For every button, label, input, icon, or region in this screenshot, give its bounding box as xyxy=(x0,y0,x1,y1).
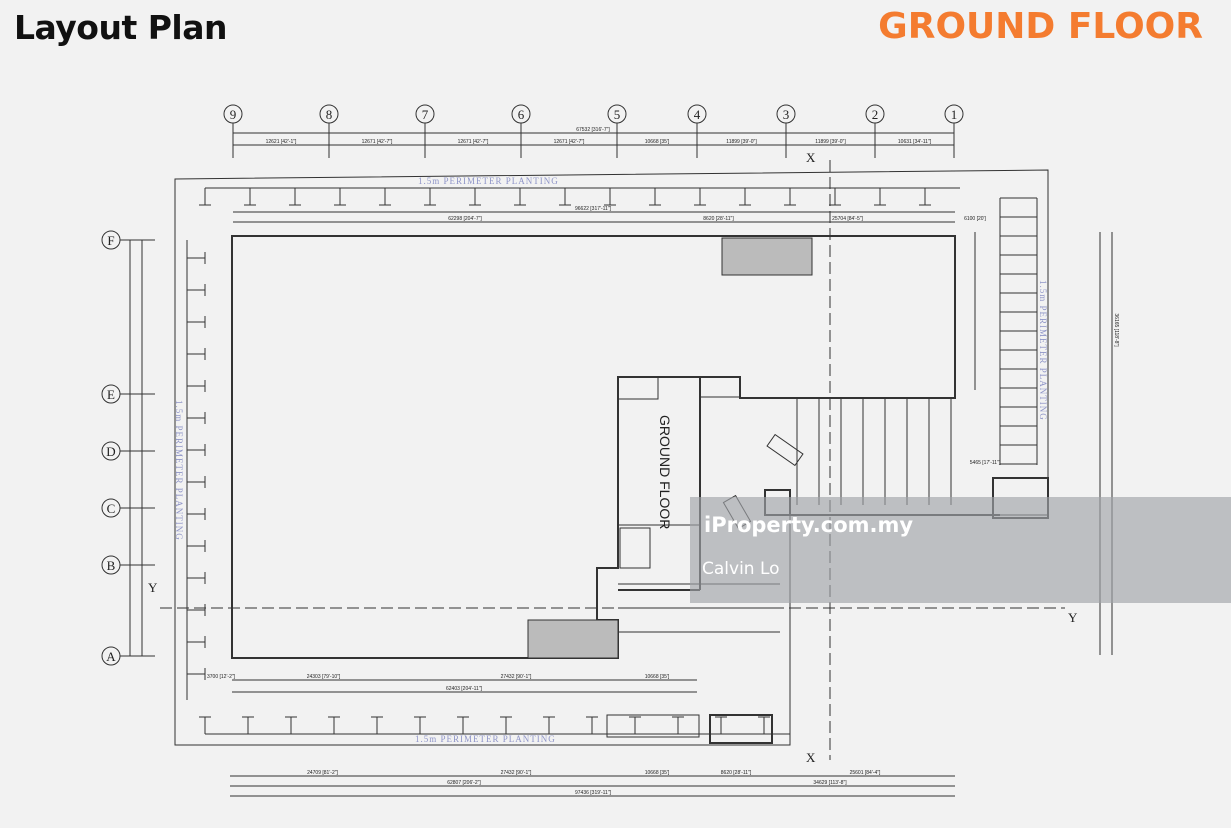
grid-column-label: 3 xyxy=(783,107,790,122)
dimension-label: 96622 [317'-11"] xyxy=(575,206,612,212)
dimension-label: 67532 [316'-7"] xyxy=(576,127,610,133)
staircase xyxy=(699,376,741,398)
dimension-label: 6100 [20'] xyxy=(964,216,986,222)
planting-label-bottom: 1.5m PERIMETER PLANTING xyxy=(415,734,556,744)
page-title: Layout Plan xyxy=(14,8,227,47)
dimension-label: 36165 [118'-8"] xyxy=(1113,313,1119,347)
toilet-block xyxy=(617,376,659,400)
dimension-label: 24709 [81'-2"] xyxy=(307,770,338,776)
grid-column-label: 9 xyxy=(230,107,237,122)
grid-column-label: 2 xyxy=(872,107,879,122)
ramp-hatch xyxy=(527,619,619,659)
section-marker: X xyxy=(806,750,816,765)
section-marker: X xyxy=(806,150,816,165)
dimension-label: 8620 [28'-11"] xyxy=(703,216,734,222)
dimension-label: 24303 [79'-10"] xyxy=(307,674,341,680)
section-marker: Y xyxy=(148,580,158,595)
watermark-agent: Calvin Lo xyxy=(702,559,780,579)
dimension-label: 34629 [113'-8"] xyxy=(813,780,847,786)
dimension-label: 62403 [204'-11"] xyxy=(446,686,483,692)
dimension-label: 10631 [34'-11"] xyxy=(898,139,932,145)
dimension-label: 12621 [42'-1"] xyxy=(266,139,297,145)
dimension-label: 10668 [35'] xyxy=(645,139,670,145)
planting-label-right: 1.5m PERIMETER PLANTING xyxy=(1038,280,1048,421)
dimension-label: 8620 [28'-11"] xyxy=(721,770,752,776)
car-icon xyxy=(766,433,804,467)
grid-column-label: 7 xyxy=(422,107,429,122)
grid-row-label: D xyxy=(106,444,115,459)
dimension-label: 5465 [17'-11"] xyxy=(970,460,1001,466)
floor-label: GROUND FLOOR xyxy=(878,6,1203,47)
bicycle-parking xyxy=(606,714,700,738)
dimension-label: 10668 [35'] xyxy=(645,674,670,680)
grid-row-label: E xyxy=(107,387,115,402)
grid-column-label: 8 xyxy=(326,107,333,122)
dimension-label: 11899 [39'-0"] xyxy=(726,139,757,145)
dimension-label: 27432 [90'-1"] xyxy=(501,674,532,680)
dimension-label: 62807 [206'-2"] xyxy=(447,780,481,786)
ramp-hatch xyxy=(721,237,813,276)
grid-column-label: 6 xyxy=(518,107,525,122)
dimension-label: 97436 [319'-11"] xyxy=(575,790,612,796)
grid-column-label: 4 xyxy=(694,107,701,122)
staircase xyxy=(619,527,651,569)
dimension-label: 3700 [12'-2"] xyxy=(207,674,236,680)
planting-label-left: 1.5m PERIMETER PLANTING xyxy=(174,400,184,541)
grid-column-label: 5 xyxy=(614,107,621,122)
refuse-chamber xyxy=(709,714,773,744)
grid-row-label: C xyxy=(107,501,116,516)
room-label: GROUND FLOOR xyxy=(657,415,673,529)
section-marker: Y xyxy=(1068,610,1078,625)
dimension-label: 11899 [39'-0"] xyxy=(815,139,846,145)
grid-row-label: A xyxy=(106,649,116,664)
dimension-label: 25704 [84'-5"] xyxy=(832,216,863,222)
grid-row-label: B xyxy=(107,558,116,573)
dimension-label: 27432 [90'-1"] xyxy=(501,770,532,776)
watermark-banner: iProperty.com.my Calvin Lo xyxy=(690,497,1231,603)
dimension-label: 12671 [42'-7"] xyxy=(554,139,585,145)
dimension-label: 62298 [204'-7"] xyxy=(448,216,482,222)
dimension-label: 12671 [42'-7"] xyxy=(458,139,489,145)
dimension-label: 12671 [42'-7"] xyxy=(362,139,393,145)
grid-row-label: F xyxy=(107,233,114,248)
watermark-site: iProperty.com.my xyxy=(704,513,914,537)
dimension-label: 10668 [35'] xyxy=(645,770,670,776)
planting-label-top: 1.5m PERIMETER PLANTING xyxy=(418,176,559,186)
dimension-label: 25601 [84'-4"] xyxy=(850,770,881,776)
grid-column-label: 1 xyxy=(951,107,958,122)
